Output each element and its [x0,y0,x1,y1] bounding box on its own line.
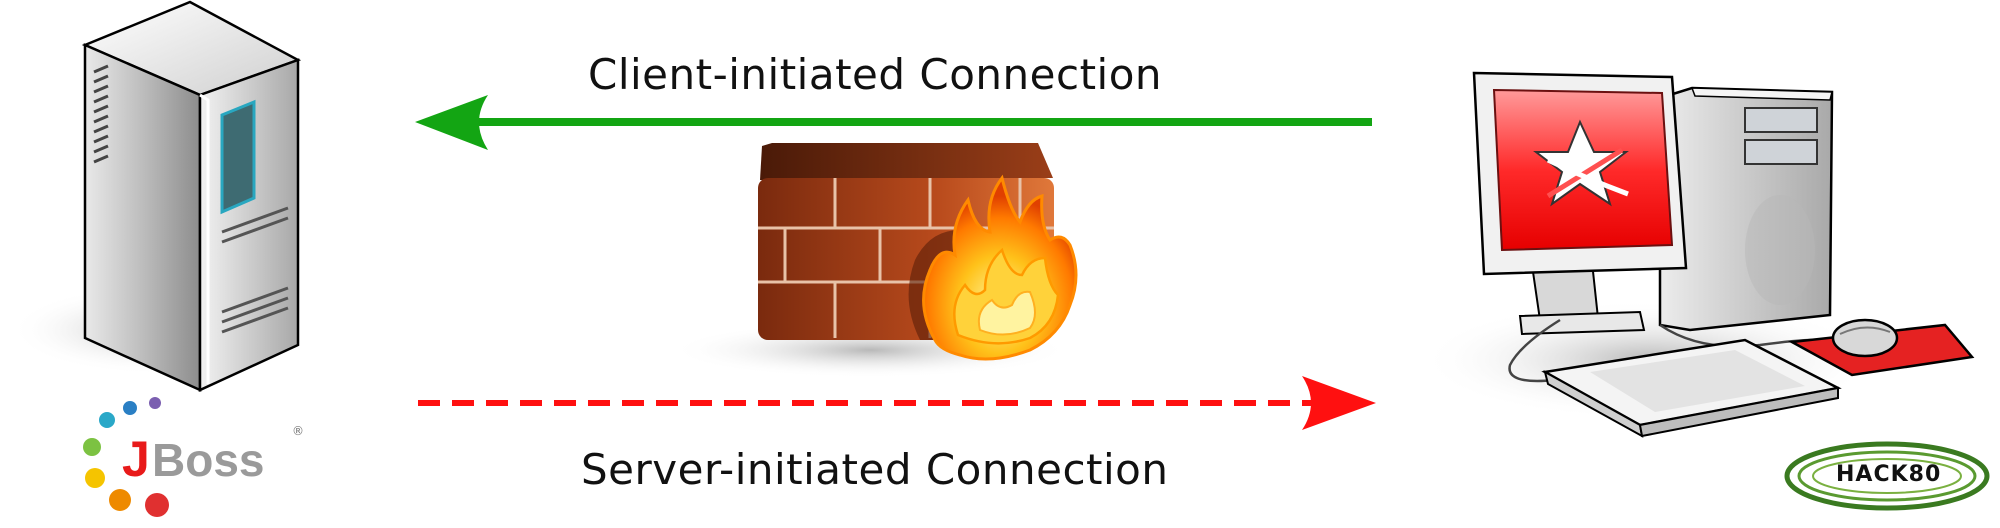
firewall-icon [670,143,1078,378]
jboss-logo-j: J [122,431,150,487]
star-logo-icon [1533,119,1629,207]
client-initiated-label: Client-initiated Connection [588,50,1163,99]
flame-icon [922,174,1078,361]
jboss-logo: J Boss [83,397,264,517]
server-initiated-arrow [418,376,1376,430]
desktop-computer-icon [1420,71,1975,438]
client-initiated-arrow [415,95,1372,150]
server-initiated-label: Server-initiated Connection [581,445,1169,494]
server-tower-icon [10,0,310,392]
jboss-registered-mark: ® [292,424,304,438]
hack80-watermark-text: HACK80 [1836,462,1942,487]
jboss-logo-text: Boss [152,434,264,486]
hack80-logo [1784,441,1990,511]
